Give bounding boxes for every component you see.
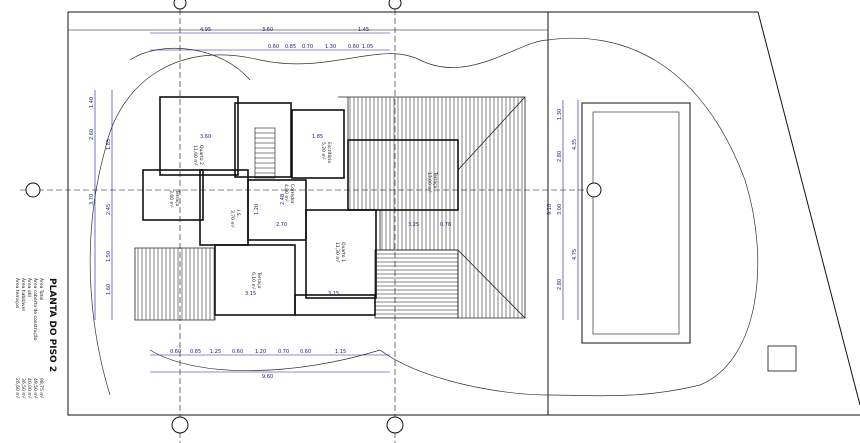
dim-right-2: 2.80 — [557, 151, 563, 162]
dim-top2-4: 1.30 — [325, 44, 336, 50]
dim-bot-7: 0.60 — [300, 349, 311, 355]
dim-bot-1: 0.60 — [170, 349, 181, 355]
area-label-5: Área terraços — [14, 278, 21, 309]
dim-left-3: 1.85 — [106, 139, 112, 150]
dim-left-1: 1.40 — [89, 97, 95, 108]
dim-inner-5: 2.70 — [276, 222, 287, 228]
room-terraco-2-area: 6,10 m² — [250, 272, 256, 290]
dim-bot-6: 0.70 — [278, 349, 289, 355]
dim-top2-3: 0.70 — [302, 44, 313, 50]
area-value-2: 49,50 m² — [32, 378, 38, 399]
dim-right-3: 4.35 — [572, 139, 578, 150]
dim-right-7: 9.10 — [547, 204, 553, 215]
dim-bot2-1: 9.60 — [262, 374, 273, 380]
dim-right-5: 2.80 — [557, 279, 563, 290]
dim-top-1: 4.95 — [200, 27, 211, 33]
dims-left: 1.40 2.60 1.85 3.70 2.45 1.50 1.60 — [89, 97, 112, 295]
room-escritorio: Escritório — [326, 142, 333, 163]
dim-top2-1: 0.60 — [268, 44, 279, 50]
dim-top2-6: 1.05 — [362, 44, 373, 50]
dims-top-row2: 0.60 0.85 0.70 1.30 0.60 1.05 — [268, 44, 373, 50]
room-terraco-3: Terraço — [432, 171, 438, 189]
room-terraco-2: Terraço — [256, 271, 262, 289]
dim-inner-6: 3.15 — [245, 291, 256, 297]
walls — [142, 96, 459, 316]
grid-axes — [20, 0, 600, 443]
dim-inner-7: 3.15 — [328, 291, 339, 297]
area-label-2: Área coberta de construção — [32, 278, 39, 341]
dim-left-4: 3.70 — [89, 194, 95, 205]
title-block: PLANTA DO PISO 2 Área Total Área coberta… — [14, 278, 57, 399]
dim-top-3: 1.45 — [358, 27, 369, 33]
dim-inner-9: 1.20 — [254, 204, 260, 215]
dim-top2-5: 0.60 — [348, 44, 359, 50]
dim-bot-4: 0.60 — [232, 349, 243, 355]
room-corredor-area: 4,80 m² — [283, 184, 289, 202]
site-boundary — [67, 11, 860, 416]
dim-inner-3: 3.25 — [408, 222, 419, 228]
dim-inner-4: 0.78 — [440, 222, 451, 228]
room-labels: Quarto 2 11,60 m² Terraço 3,60 m² Escrit… — [168, 142, 438, 290]
stairs — [254, 127, 276, 179]
area-value-1: 98,75 m² — [38, 378, 44, 399]
room-corredor: Corredor — [289, 184, 295, 204]
dim-inner-1: 3.60 — [200, 134, 211, 140]
area-label-3: Área útil — [26, 278, 33, 297]
dim-left-6: 1.50 — [106, 251, 112, 262]
dimension-lines — [94, 32, 579, 373]
dim-bot-8: 1.15 — [335, 349, 346, 355]
dim-right-1: 1.30 — [557, 109, 563, 120]
area-value-5: 26,60 m² — [14, 378, 20, 399]
roof-hatching — [134, 96, 526, 321]
dims-right: 1.30 2.80 4.35 3.00 2.80 4.75 9.10 — [547, 109, 578, 290]
dims-bottom-row2: 9.60 — [262, 374, 273, 380]
dim-bot-3: 1.25 — [210, 349, 221, 355]
room-terraco-1-area: 3,60 m² — [168, 190, 174, 208]
room-terraco-3-area: 13,00 m² — [426, 172, 432, 193]
area-label-4: Área habitável — [20, 278, 27, 311]
dims-bottom-row1: 0.60 0.85 1.25 0.60 1.20 0.70 0.60 1.15 — [170, 349, 346, 355]
room-is-area: 3,70 m² — [229, 210, 235, 228]
room-quarto-2: Quarto 2 — [198, 145, 204, 165]
dim-left-2: 2.60 — [89, 129, 95, 140]
dim-left-5: 2.45 — [106, 204, 112, 215]
room-escritorio-area: 5,20 m² — [320, 142, 326, 160]
dim-bot-5: 1.20 — [255, 349, 266, 355]
pool-equipment-box — [767, 345, 797, 372]
area-value-3: 40,00 m² — [26, 378, 32, 399]
dim-top2-2: 0.85 — [285, 44, 296, 50]
dim-inner-8: 2.48 — [280, 194, 286, 205]
plan-title: PLANTA DO PISO 2 — [47, 278, 57, 372]
dims-top-row1: 4.95 3.60 1.45 — [200, 27, 369, 33]
garden-curves — [89, 37, 759, 397]
dim-right-6: 4.75 — [572, 249, 578, 260]
area-label-1: Área Total — [38, 278, 45, 300]
room-quarto-1: Quarto 1 — [340, 242, 346, 262]
dim-inner-2: 1.85 — [312, 134, 323, 140]
room-quarto-1-area: 11,30 m² — [334, 242, 340, 263]
room-terraco-1: Terraço — [174, 189, 180, 207]
dim-bot-2: 0.85 — [190, 349, 201, 355]
dim-left-7: 1.60 — [106, 284, 112, 295]
room-is: I.S. — [235, 210, 241, 217]
dim-right-4: 3.00 — [557, 204, 563, 215]
dims-inner: 3.60 1.85 3.25 0.78 2.70 3.15 3.15 2.48 … — [200, 134, 451, 297]
area-value-4: 36,50 m² — [20, 378, 26, 399]
swimming-pool — [581, 102, 691, 344]
dim-top-2: 3.60 — [262, 27, 273, 33]
grid-axis-markers — [25, 0, 602, 434]
room-quarto-2-area: 11,60 m² — [192, 145, 198, 166]
